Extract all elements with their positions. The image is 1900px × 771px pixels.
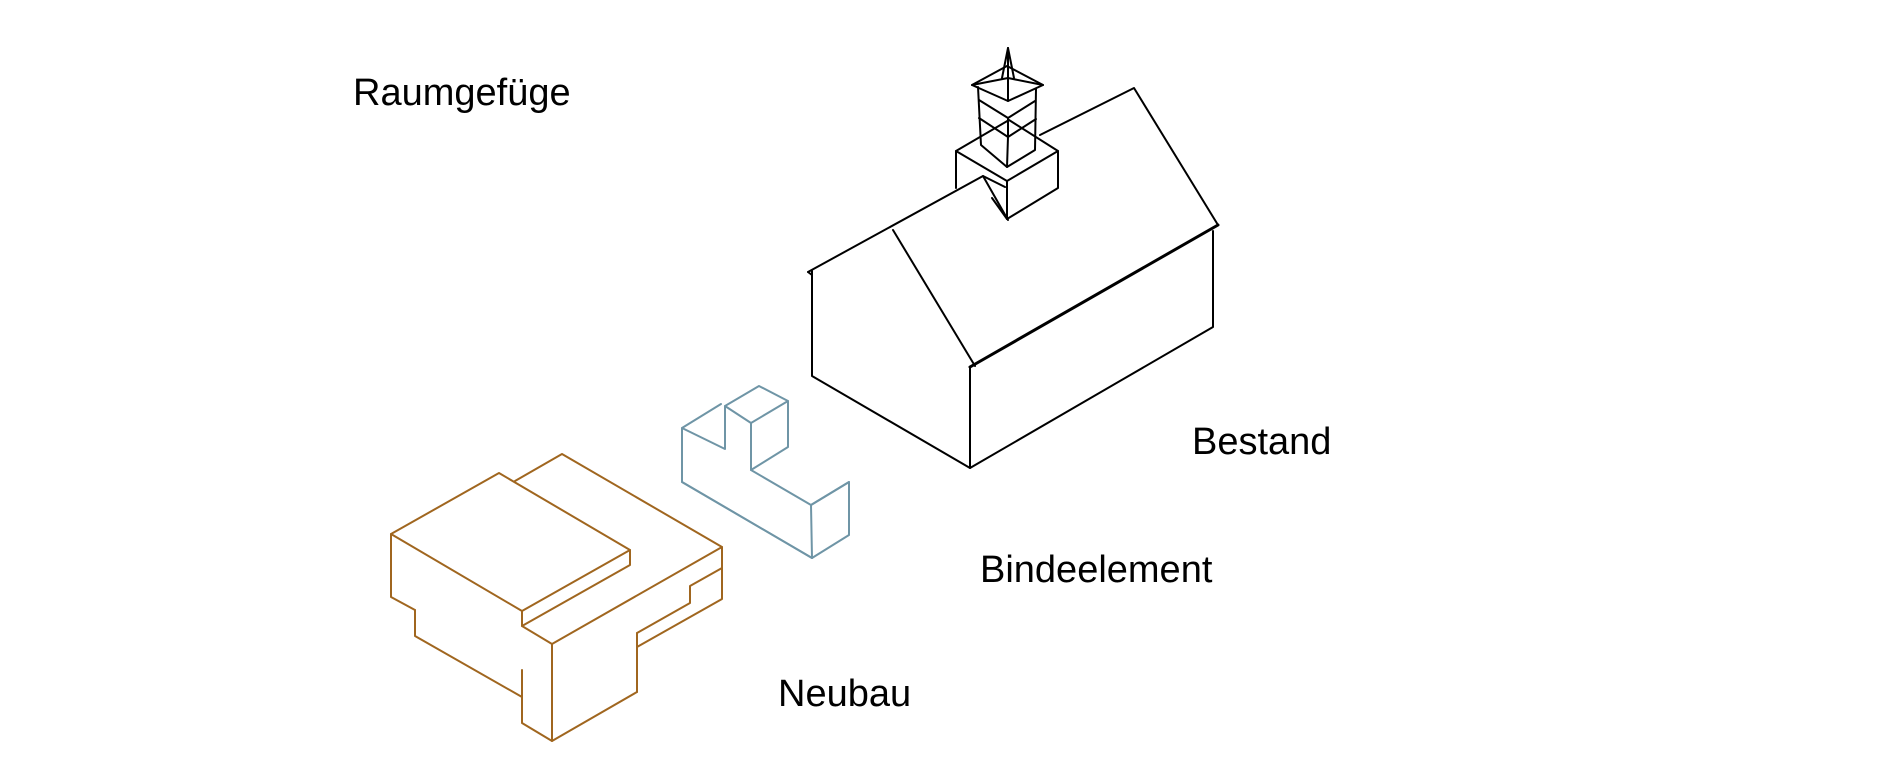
label-neubau: Neubau	[778, 673, 912, 715]
tower-base	[955, 119, 1059, 220]
diagram-title: Raumgefüge	[353, 72, 571, 114]
tower-shaft	[977, 86, 1037, 168]
label-bestand: Bestand	[1192, 421, 1332, 463]
neubau-building-icon	[390, 453, 723, 742]
bindeelement-volume-icon	[681, 385, 850, 559]
bestand-house-icon	[807, 47, 1220, 469]
tower-spire	[971, 47, 1044, 102]
house-walls	[811, 223, 1220, 469]
house-roof	[807, 87, 1219, 367]
label-bindeelement: Bindeelement	[980, 549, 1213, 591]
